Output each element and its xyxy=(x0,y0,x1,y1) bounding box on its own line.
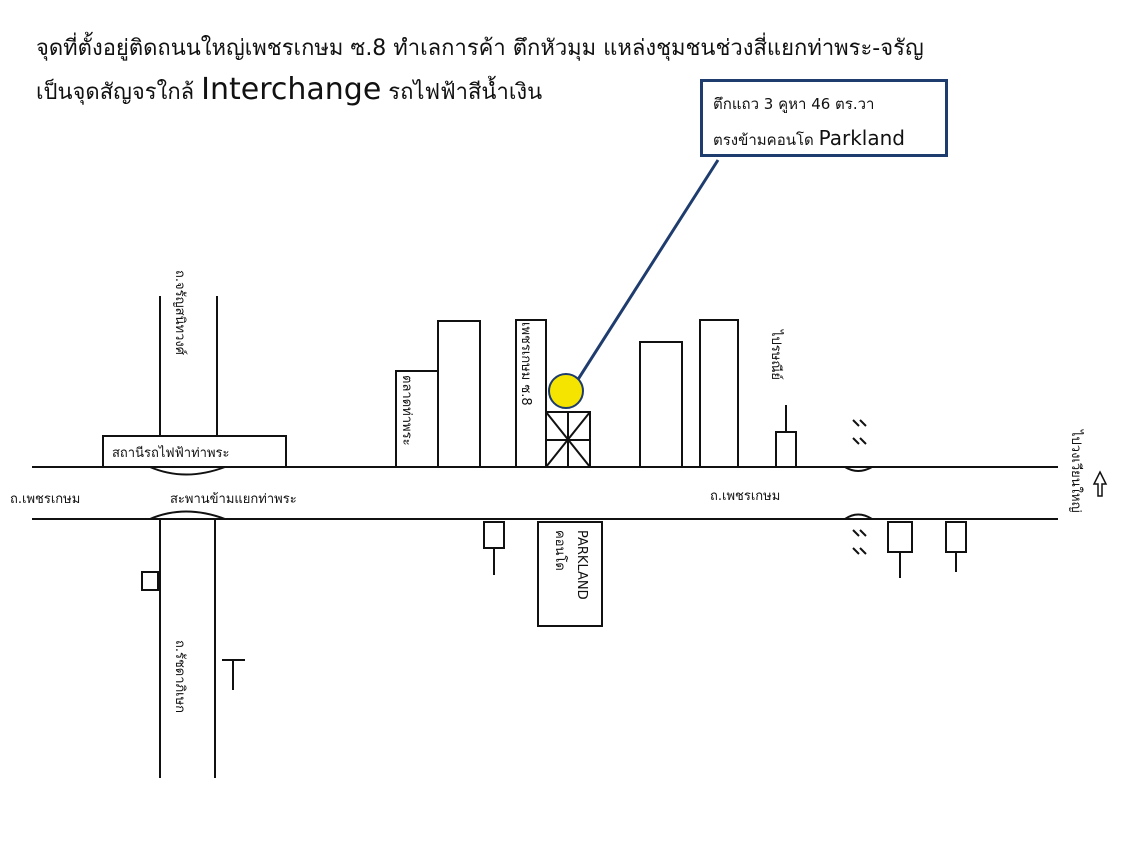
header-interchange: Interchange xyxy=(201,72,382,107)
callout-parkland: Parkland xyxy=(818,125,905,150)
callout-line-2: ตรงข้ามคอนโด Parkland xyxy=(713,119,935,157)
building-4 xyxy=(699,319,739,468)
bridge-arc-top xyxy=(149,466,226,476)
location-marker-icon xyxy=(548,373,584,409)
station-box xyxy=(102,435,287,468)
header-line-2: เป็นจุดสัญจรใกล้ Interchange รถไฟฟ้าสีน้… xyxy=(36,72,542,109)
building-tall xyxy=(437,320,481,468)
sign-box-2 xyxy=(887,521,913,553)
callout-line-1: ตึกแถว 3 คูหา 46 ตร.วา xyxy=(713,95,875,113)
condo-parkland-box xyxy=(537,521,603,627)
direction-arrow-icon xyxy=(1092,470,1108,497)
sign-box-3 xyxy=(945,521,967,553)
bridge-arc-bottom xyxy=(149,510,226,520)
soi8-road xyxy=(515,319,547,468)
header-line-2-prefix: เป็นจุดสัญจรใกล้ xyxy=(36,80,202,105)
building-3 xyxy=(639,341,683,468)
label-right-end: ไปวงเวียนใหญ่ xyxy=(1068,429,1084,513)
header-line-1: จุดที่ตั้งอยู่ติดถนนใหญ่เพชรเกษม ซ.8 ทำเ… xyxy=(36,36,924,61)
header-line-2-suffix: รถไฟฟ้าสีน้ำเงิน xyxy=(381,80,543,105)
label-condo-2: PARKLAND xyxy=(574,530,589,600)
label-road-charan: ถ.จรัญสนิทวงศ์ xyxy=(172,270,188,356)
label-post-office: ไปรษณีย์ xyxy=(768,329,784,380)
canal-bottom xyxy=(844,513,873,520)
post-office-box xyxy=(775,431,797,468)
label-road-ratchada: ถ.รัชดาภิเษก xyxy=(172,640,187,713)
label-station: สถานีรถไฟฟ้าท่าพระ xyxy=(112,445,230,461)
sign-box-1 xyxy=(483,521,505,549)
sign-box-4 xyxy=(141,571,159,591)
callout-box: ตึกแถว 3 คูหา 46 ตร.วา ตรงข้ามคอนโด Park… xyxy=(700,79,948,157)
label-market: ตลาดท่าพระ xyxy=(399,375,414,446)
label-condo-1: คอนโด xyxy=(552,530,568,571)
label-bridge: สะพานข้ามแยกท่าพระ xyxy=(170,492,297,507)
callout-line-2-prefix: ตรงข้ามคอนโด xyxy=(713,130,819,149)
canal-top xyxy=(844,466,873,472)
label-road-main-right: ถ.เพชรเกษม xyxy=(710,489,780,504)
label-soi8: เพชรเกษม ซ.8 xyxy=(518,322,533,406)
callout-pointer xyxy=(568,159,720,393)
label-road-main-left: ถ.เพชรเกษม xyxy=(10,492,80,507)
